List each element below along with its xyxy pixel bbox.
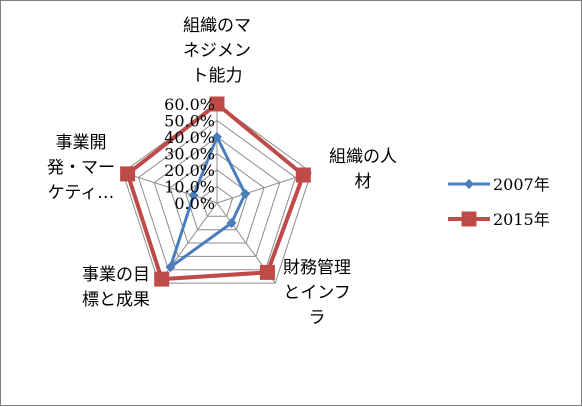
grid-ring bbox=[153, 136, 281, 257]
data-point bbox=[226, 218, 237, 229]
grid-ring bbox=[200, 185, 234, 217]
tick-label: 10.0% bbox=[164, 178, 215, 197]
axis-label: 事業の目標と成果 bbox=[82, 265, 150, 310]
tick-labels: 0.0%10.0%20.0%30.0%40.0%50.0%60.0% bbox=[164, 95, 215, 213]
data-point bbox=[154, 271, 170, 287]
tick-label: 20.0% bbox=[164, 161, 215, 180]
axis-label: 組織のマネジメント能力 bbox=[183, 16, 251, 86]
data-point bbox=[120, 166, 136, 182]
series-line bbox=[168, 135, 247, 269]
data-point bbox=[259, 264, 275, 280]
grid-ring bbox=[169, 152, 265, 244]
tick-label: 40.0% bbox=[164, 128, 215, 147]
series-layer bbox=[120, 96, 311, 287]
legend-item: 2007年 bbox=[448, 175, 550, 194]
legend-item: 2015年 bbox=[448, 210, 550, 229]
tick-label: 0.0% bbox=[174, 194, 215, 213]
tick-label: 50.0% bbox=[164, 112, 215, 131]
legend-marker bbox=[464, 179, 474, 189]
data-point bbox=[165, 262, 176, 273]
axis-label: 財務管理とインフラ bbox=[283, 258, 351, 328]
radar-grid bbox=[122, 103, 312, 284]
grid-ring bbox=[122, 103, 312, 284]
axis-spoke bbox=[216, 171, 312, 204]
axis-label: 事業開発・マーケティ… bbox=[47, 133, 115, 203]
series-1 bbox=[165, 132, 251, 273]
axis-label: 組織の人材 bbox=[329, 147, 397, 192]
tick-label: 30.0% bbox=[164, 145, 215, 164]
data-point bbox=[209, 96, 225, 112]
data-point bbox=[240, 188, 251, 199]
axis-spoke bbox=[122, 171, 218, 204]
legend-label: 2015年 bbox=[493, 210, 550, 229]
data-point bbox=[188, 190, 199, 201]
legend-label: 2007年 bbox=[493, 175, 550, 194]
data-point bbox=[295, 167, 311, 183]
legend-marker bbox=[461, 211, 477, 227]
data-point bbox=[212, 132, 222, 142]
tick-label: 60.0% bbox=[164, 95, 215, 114]
series-2 bbox=[120, 96, 311, 287]
grid-ring bbox=[137, 119, 297, 271]
series-line bbox=[125, 102, 306, 282]
legend: 2007年 2015年 bbox=[448, 175, 550, 229]
